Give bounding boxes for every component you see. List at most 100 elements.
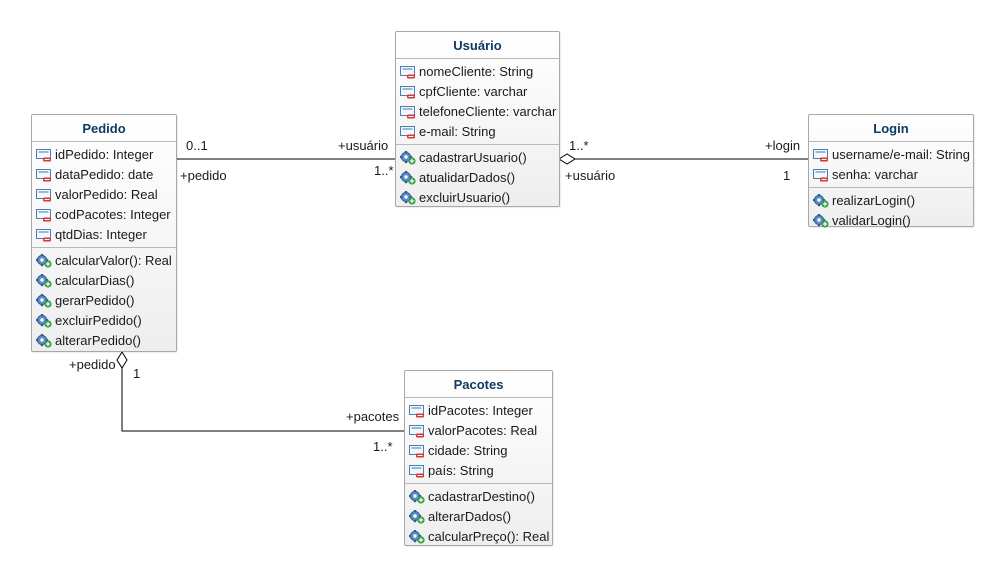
association-pedido-pacotes — [121, 368, 404, 432]
role-label: +pacotes — [346, 409, 400, 424]
attribute-text: cidade: String — [428, 443, 508, 458]
class-name: Pedido — [32, 115, 176, 142]
public-operation-icon — [813, 194, 829, 208]
operation-row[interactable]: excluirPedido() — [32, 311, 176, 331]
operations-compartment: calcularValor(): Real calcularDias() gerar… — [32, 247, 176, 353]
attribute-row[interactable]: idPacotes: Integer — [405, 401, 552, 421]
operation-text: validarLogin() — [832, 213, 911, 228]
attribute-row[interactable]: valorPedido: Real — [32, 185, 176, 205]
multiplicity-label: 1 — [783, 168, 791, 183]
operation-row[interactable]: realizarLogin() — [809, 191, 973, 211]
operation-row[interactable]: validarLogin() — [809, 211, 973, 231]
operation-row[interactable]: cadastrarDestino() — [405, 487, 552, 507]
class-name: Login — [809, 115, 973, 142]
attribute-row[interactable]: codPacotes: Integer — [32, 205, 176, 225]
attribute-row[interactable]: qtdDias: Integer — [32, 225, 176, 245]
operation-text: calcularValor(): Real — [55, 253, 172, 268]
operation-row[interactable]: atualidarDados() — [396, 168, 559, 188]
operation-row[interactable]: cadastrarUsuario() — [396, 148, 559, 168]
attributes-compartment: idPedido: Integer dataPedido: date valorPe… — [32, 142, 176, 247]
attribute-text: país: String — [428, 463, 494, 478]
attributes-compartment: nomeCliente: String cpfCliente: varchar te… — [396, 59, 559, 144]
operation-text: cadastrarUsuario() — [419, 150, 527, 165]
attribute-row[interactable]: nomeCliente: String — [396, 62, 559, 82]
operation-row[interactable]: calcularDias() — [32, 271, 176, 291]
operation-row[interactable]: gerarPedido() — [32, 291, 176, 311]
multiplicity-label: 1..* — [569, 138, 589, 153]
attribute-text: nomeCliente: String — [419, 64, 534, 79]
private-attribute-icon — [409, 464, 425, 478]
public-operation-icon — [36, 254, 52, 268]
attributes-compartment: idPacotes: Integer valorPacotes: Real cida… — [405, 398, 552, 483]
public-operation-icon — [36, 294, 52, 308]
private-attribute-icon — [400, 105, 416, 119]
public-operation-icon — [813, 214, 829, 228]
class-login[interactable]: Login username/e-mail: String senha: varc… — [808, 114, 974, 228]
private-attribute-icon — [409, 444, 425, 458]
private-attribute-icon — [36, 208, 52, 222]
operation-row[interactable]: calcularPreço(): Real — [405, 527, 552, 547]
class-pacotes[interactable]: Pacotes idPacotes: Integer valorPacotes: … — [404, 370, 553, 546]
attribute-row[interactable]: dataPedido: date — [32, 165, 176, 185]
multiplicity-label: 1 — [133, 366, 141, 381]
attribute-text: dataPedido: date — [55, 167, 154, 182]
public-operation-icon — [400, 151, 416, 165]
aggregation-diamond-usuario — [558, 153, 576, 165]
private-attribute-icon — [36, 188, 52, 202]
attribute-row[interactable]: e-mail: String — [396, 122, 559, 142]
attribute-row[interactable]: senha: varchar — [809, 165, 973, 185]
public-operation-icon — [409, 530, 425, 544]
operation-text: cadastrarDestino() — [428, 489, 535, 504]
attribute-text: cpfCliente: varchar — [419, 84, 528, 99]
class-usuario[interactable]: Usuário nomeCliente: String cpfCliente: v… — [395, 31, 560, 207]
public-operation-icon — [409, 510, 425, 524]
multiplicity-label: 0..1 — [186, 138, 208, 153]
private-attribute-icon — [409, 424, 425, 438]
class-name: Usuário — [396, 32, 559, 59]
operation-text: excluirUsuario() — [419, 190, 511, 205]
operation-text: realizarLogin() — [832, 193, 916, 208]
operation-text: atualidarDados() — [419, 170, 516, 185]
aggregation-diamond-pedido — [116, 351, 128, 369]
public-operation-icon — [409, 490, 425, 504]
operations-compartment: cadastrarUsuario() atualidarDados() exclui… — [396, 144, 559, 210]
operation-text: gerarPedido() — [55, 293, 135, 308]
operations-compartment: realizarLogin() validarLogin() — [809, 187, 973, 233]
attribute-row[interactable]: país: String — [405, 461, 552, 481]
private-attribute-icon — [400, 65, 416, 79]
role-label: +login — [765, 138, 801, 153]
role-label: +pedido — [180, 168, 227, 183]
private-attribute-icon — [400, 85, 416, 99]
private-attribute-icon — [36, 228, 52, 242]
attribute-text: valorPacotes: Real — [428, 423, 538, 438]
attribute-row[interactable]: valorPacotes: Real — [405, 421, 552, 441]
operation-row[interactable]: alterarPedido() — [32, 331, 176, 351]
attribute-text: telefoneCliente: varchar — [419, 104, 557, 119]
attribute-text: qtdDias: Integer — [55, 227, 147, 242]
operation-text: calcularPreço(): Real — [428, 529, 550, 544]
private-attribute-icon — [813, 168, 829, 182]
private-attribute-icon — [36, 148, 52, 162]
operation-row[interactable]: alterarDados() — [405, 507, 552, 527]
operation-text: excluirPedido() — [55, 313, 142, 328]
role-label: +pedido — [69, 357, 116, 372]
attribute-row[interactable]: username/e-mail: String — [809, 145, 973, 165]
role-label: +usuário — [565, 168, 616, 183]
attribute-row[interactable]: cidade: String — [405, 441, 552, 461]
attribute-text: idPacotes: Integer — [428, 403, 533, 418]
attribute-text: senha: varchar — [832, 167, 918, 182]
class-name: Pacotes — [405, 371, 552, 398]
public-operation-icon — [36, 334, 52, 348]
attribute-row[interactable]: cpfCliente: varchar — [396, 82, 559, 102]
attribute-row[interactable]: telefoneCliente: varchar — [396, 102, 559, 122]
public-operation-icon — [36, 274, 52, 288]
operation-row[interactable]: calcularValor(): Real — [32, 251, 176, 271]
operation-row[interactable]: excluirUsuario() — [396, 188, 559, 208]
public-operation-icon — [400, 191, 416, 205]
private-attribute-icon — [400, 125, 416, 139]
attribute-row[interactable]: idPedido: Integer — [32, 145, 176, 165]
attribute-text: idPedido: Integer — [55, 147, 154, 162]
operations-compartment: cadastrarDestino() alterarDados() calcular… — [405, 483, 552, 549]
class-pedido[interactable]: Pedido idPedido: Integer dataPedido: date… — [31, 114, 177, 352]
